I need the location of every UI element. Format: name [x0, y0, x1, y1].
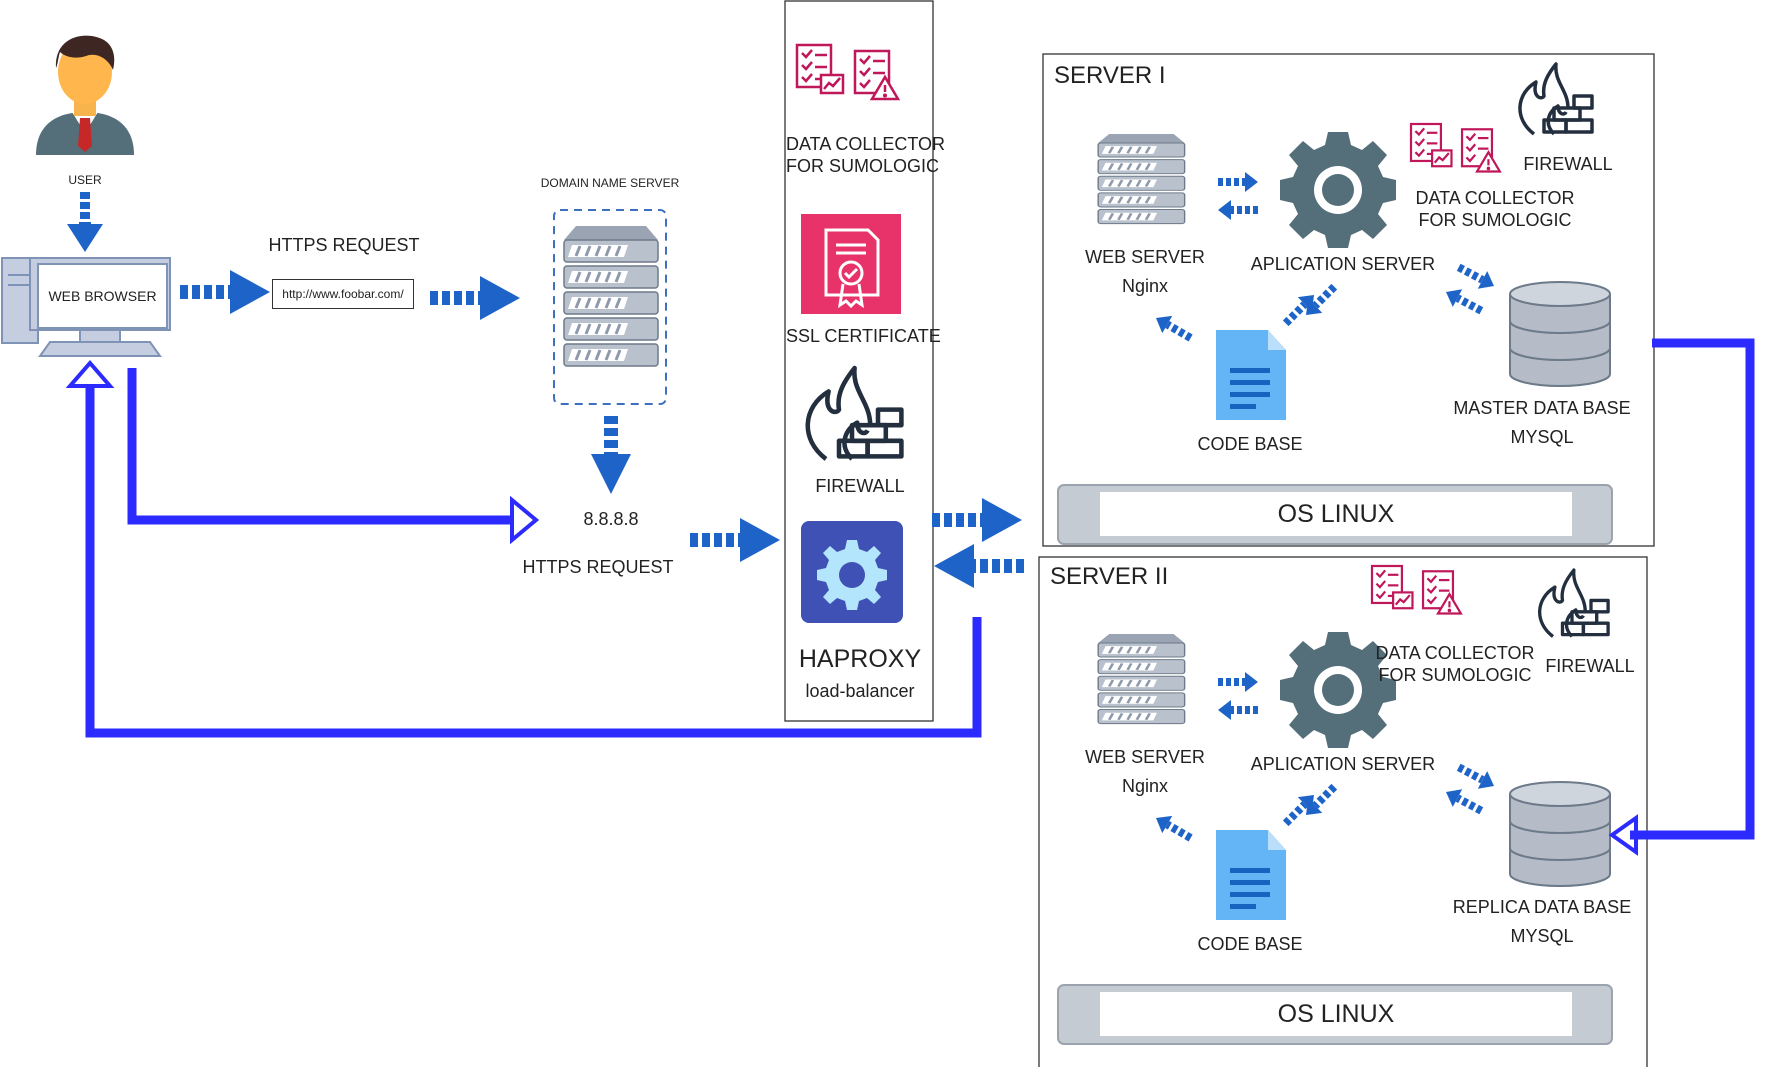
server1-app-server-gear-icon	[1280, 132, 1396, 248]
server1-firewall-label: FIREWALL	[1523, 154, 1613, 174]
ip-to-haproxy-arrow	[690, 518, 780, 562]
server2-os-label: OS LINUX	[1100, 992, 1572, 1036]
web-browser-box[interactable]: WEB BROWSER	[37, 263, 168, 329]
https-request-label-top: HTTPS REQUEST	[268, 235, 420, 255]
dns-ip: 8.8.8.8	[583, 509, 639, 529]
response-to-browser-line	[85, 385, 982, 738]
server2-title: SERVER II	[1050, 563, 1169, 590]
sumologic-collector-icon	[795, 43, 900, 101]
server1-code-to-web-arrow	[1151, 309, 1196, 347]
server2-db-label: REPLICA DATA BASE	[1452, 897, 1632, 917]
user-avatar-icon	[36, 35, 134, 155]
server1-firewall-icon	[1518, 62, 1594, 136]
lb-firewall-label: FIREWALL	[815, 476, 905, 496]
server2-sumologic-collector-icon	[1370, 564, 1462, 615]
server1-master-db-icon	[1509, 281, 1611, 387]
server1-app-db-arrows	[1441, 258, 1499, 320]
server1-db-label: MASTER DATA BASE	[1453, 398, 1631, 418]
server2-code-base-icon	[1216, 830, 1286, 920]
server2-web-app-arrows	[1218, 672, 1258, 720]
server2-web-server-label: WEB SERVER	[1085, 747, 1205, 767]
server1-os-label: OS LINUX	[1100, 492, 1572, 536]
server2-replica-db-icon	[1509, 781, 1611, 887]
server2-app-code-arrows	[1278, 779, 1342, 831]
ssl-certificate-label: SSL CERTIFICATE	[786, 326, 941, 346]
server2-code-base-label: CODE BASE	[1197, 934, 1303, 954]
response-to-browser-arrowhead	[65, 359, 115, 388]
url-box[interactable]: http://www.foobar.com/	[272, 279, 414, 309]
server2-app-db-arrows	[1441, 758, 1499, 820]
dns-server-icon	[562, 224, 660, 368]
server2-firewall-icon	[1538, 568, 1610, 639]
haproxy-label: HAPROXY	[798, 645, 922, 673]
ssl-certificate-icon	[801, 214, 901, 314]
server1-app-code-arrows	[1278, 279, 1342, 331]
server2-to-lb-arrow	[934, 544, 1024, 588]
dns-box	[553, 209, 667, 405]
lb-firewall-icon	[808, 368, 902, 459]
server2-web-server-icon	[1096, 632, 1187, 725]
server2-box	[1038, 556, 1648, 1067]
server1-data-collector-label-1: DATA COLLECTOR	[1415, 188, 1575, 208]
server2-firewall-label: FIREWALL	[1545, 656, 1635, 676]
browser-to-ip-line	[127, 368, 514, 525]
lb-to-server1-arrow	[932, 498, 1022, 542]
load-balancer-column	[784, 0, 934, 722]
server1-web-server-label: WEB SERVER	[1085, 247, 1205, 267]
server1-title: SERVER I	[1054, 62, 1166, 89]
replication-arrowhead	[1608, 814, 1638, 856]
lb-data-collector-label-2: FOR SUMOLOGIC	[786, 156, 940, 176]
server2-db-sub: MYSQL	[1510, 926, 1574, 946]
user-to-browser-arrow	[67, 192, 103, 252]
browser-to-url-arrow	[180, 270, 270, 314]
server1-box	[1042, 53, 1655, 547]
server1-db-sub: MYSQL	[1510, 427, 1574, 447]
replication-line	[1630, 338, 1755, 840]
dns-to-ip-arrow	[591, 416, 631, 494]
server2-code-to-web-arrow	[1151, 809, 1196, 847]
server1-app-server-label: APLICATION SERVER	[1250, 254, 1436, 274]
server1-sumologic-collector-icon	[1409, 122, 1501, 173]
server1-web-server-icon	[1096, 132, 1187, 225]
server2-app-server-label: APLICATION SERVER	[1250, 754, 1436, 774]
lb-data-collector-label-1: DATA COLLECTOR	[786, 134, 946, 154]
server1-data-collector-label-2: FOR SUMOLOGIC	[1418, 210, 1572, 230]
user-label: USER	[68, 173, 102, 187]
https-request-label-bottom: HTTPS REQUEST	[522, 557, 674, 577]
server2-web-server-sub: Nginx	[1121, 776, 1169, 796]
server1-code-base-icon	[1216, 330, 1286, 420]
server2-data-collector-label-1: DATA COLLECTOR	[1375, 643, 1535, 663]
url-to-dns-arrow	[430, 276, 520, 320]
haproxy-icon	[801, 521, 903, 623]
browser-to-ip-arrowhead	[510, 495, 540, 545]
server1-code-base-label: CODE BASE	[1197, 434, 1303, 454]
haproxy-sub-label: load-balancer	[805, 681, 915, 701]
server2-data-collector-label-2: FOR SUMOLOGIC	[1378, 665, 1532, 685]
server1-web-server-sub: Nginx	[1121, 276, 1169, 296]
dns-label: DOMAIN NAME SERVER	[540, 176, 680, 190]
server1-web-app-arrows	[1218, 172, 1258, 220]
